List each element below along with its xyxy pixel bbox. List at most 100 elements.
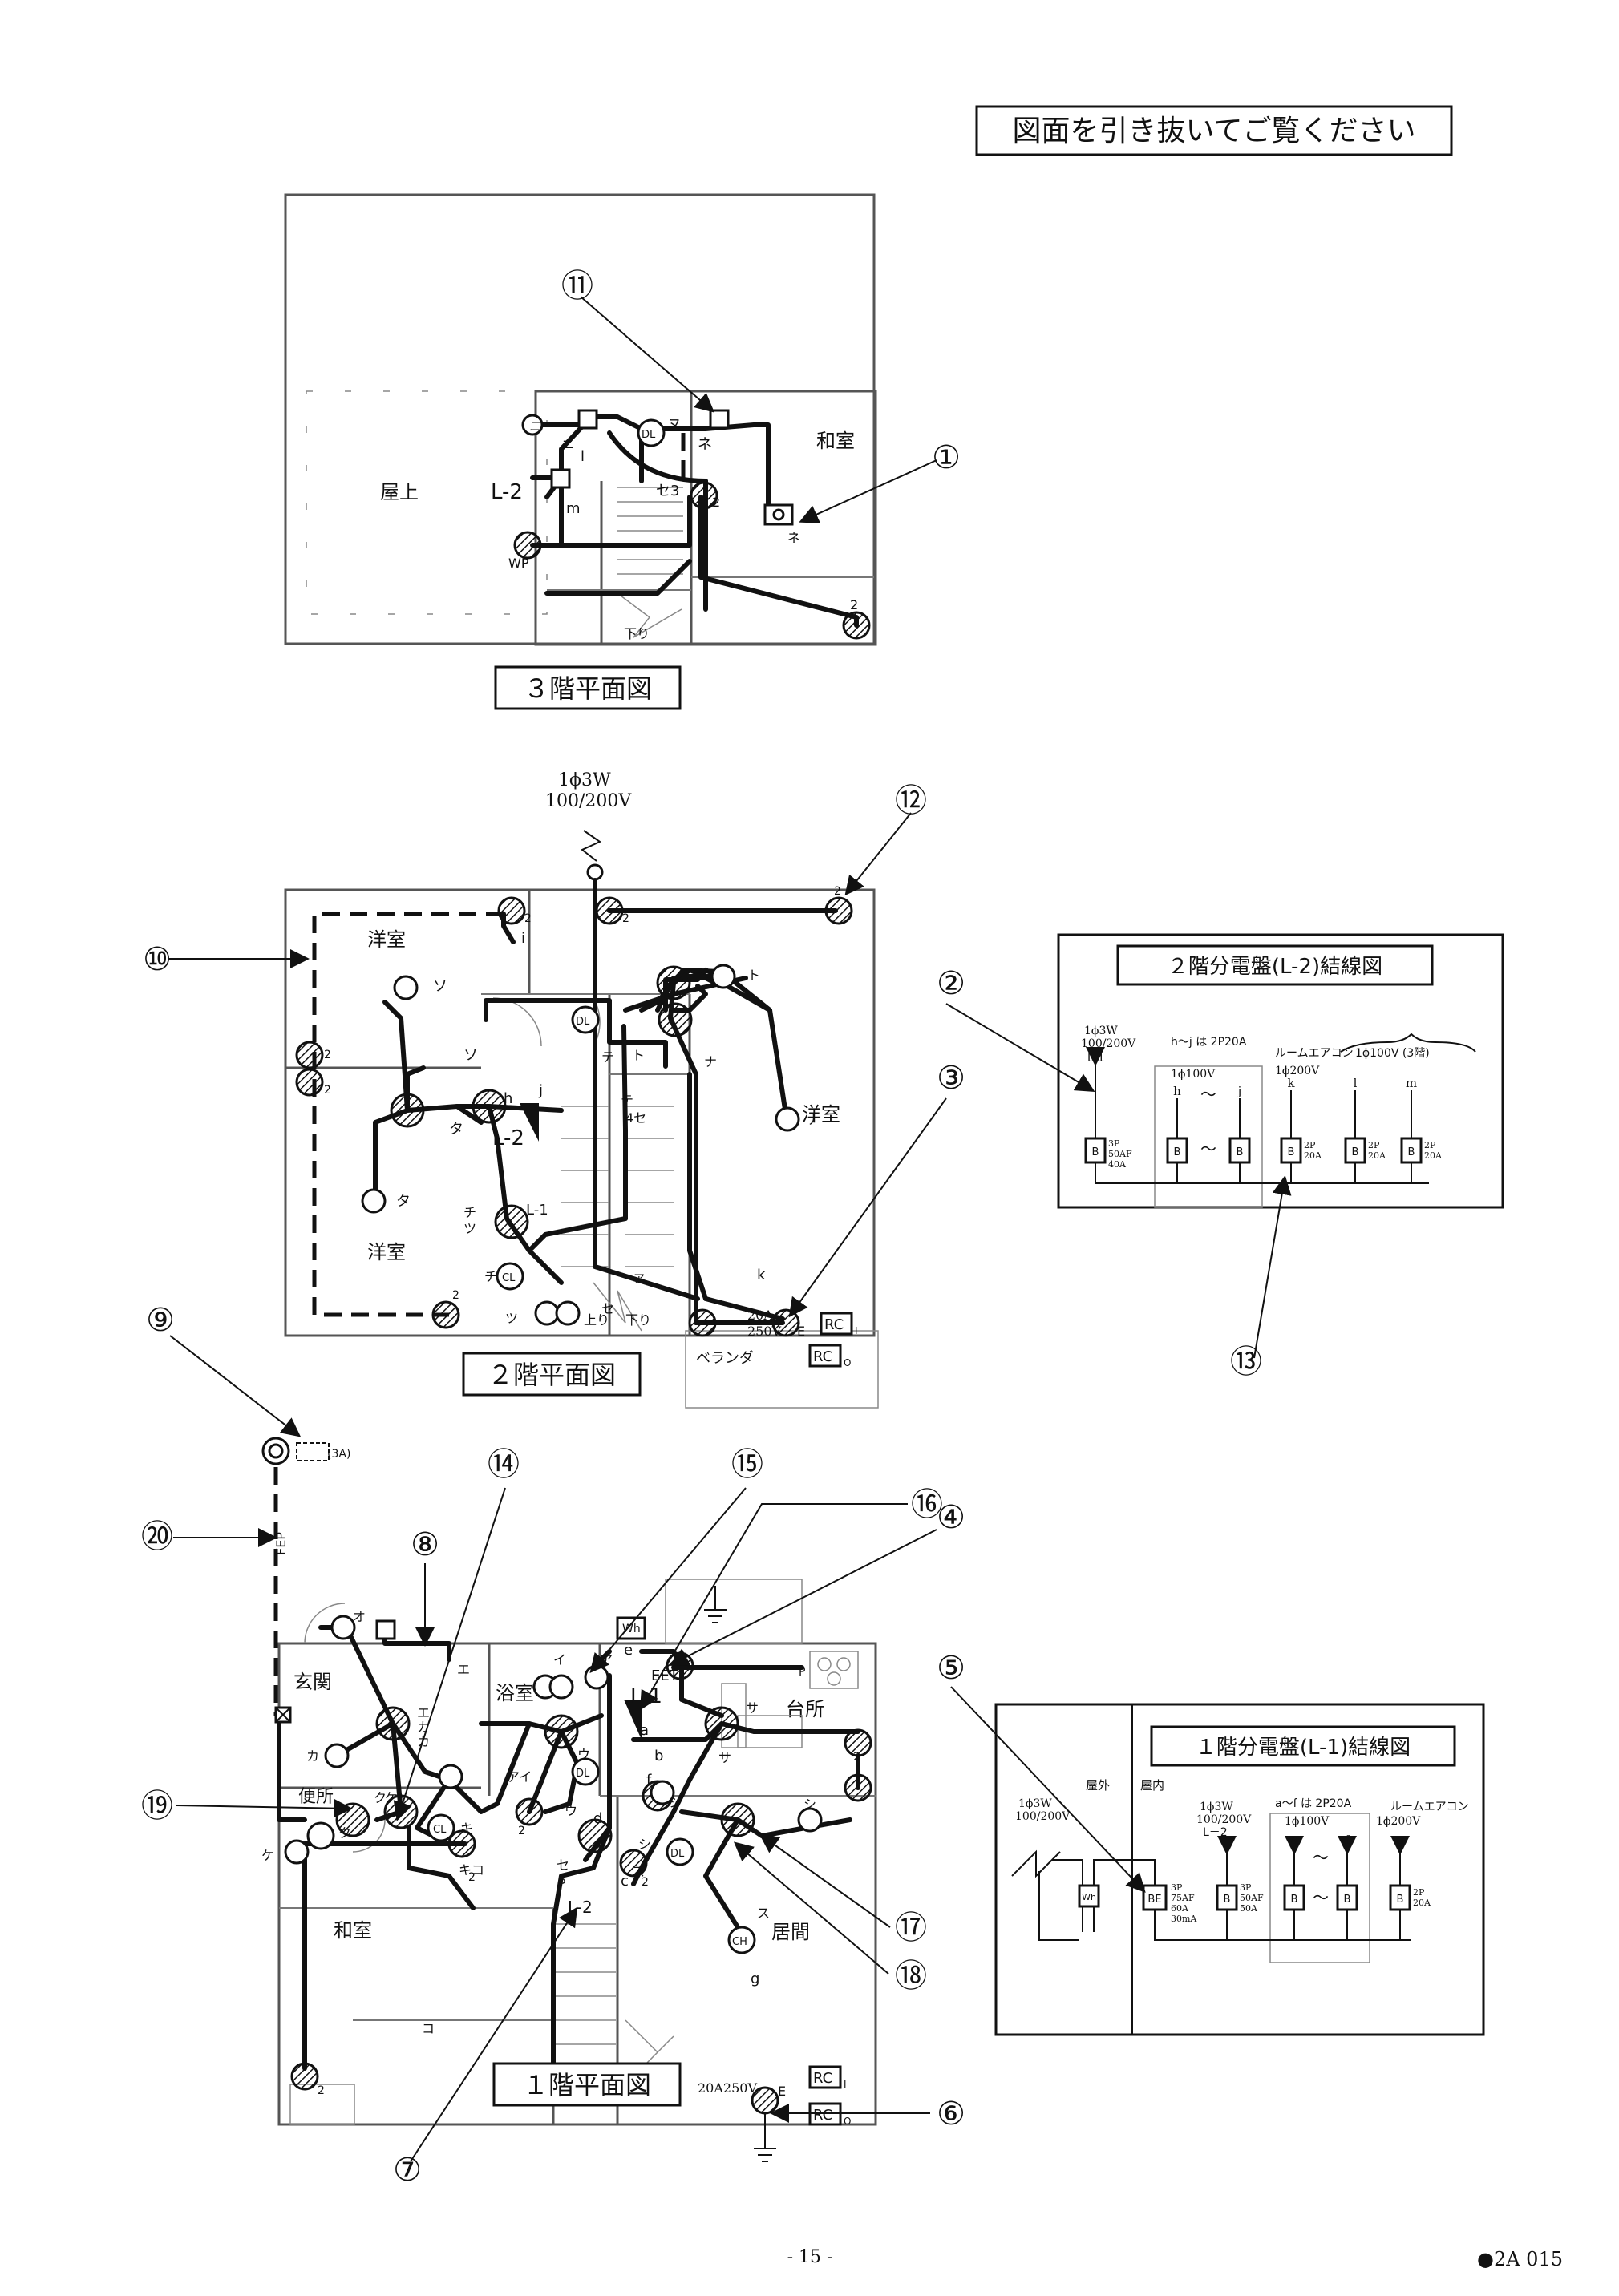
floor3-stairs <box>617 487 683 638</box>
panel-l2-m-rating1: 2P <box>1424 1140 1436 1150</box>
floor2-label-ta2: タ <box>449 1121 463 1138</box>
floor3-jbox3 <box>709 409 730 430</box>
floor1-closet-light <box>427 1813 455 1842</box>
floor3-wp-label: WP <box>508 556 529 571</box>
floor2-ceiling-light-c <box>472 1089 507 1124</box>
callout-15: ⑮ <box>731 1446 763 1483</box>
floor2-label-chi2: チ <box>484 1269 497 1284</box>
panel-l1-b-main <box>1216 1884 1238 1911</box>
floor1-bath-light-a <box>584 1664 609 1690</box>
floor1-stairs <box>555 1923 674 2069</box>
floor1-label-ai: アイ <box>507 1769 532 1785</box>
callout-18: ⑱ <box>895 1958 927 1995</box>
panel-l1-be-rating1: 3P <box>1171 1882 1183 1893</box>
floor1-label-p: P <box>799 1666 805 1679</box>
floor1-label-ke2: ケ <box>261 1848 274 1863</box>
floor1-room-toilet: 便所 <box>298 1787 334 1807</box>
floor1-label-ko: コ <box>472 1862 484 1878</box>
callout-7: ⑦ <box>393 2152 422 2189</box>
panel-l2-breaker-h <box>1166 1137 1188 1164</box>
floor2-dl-text: DL <box>576 1016 590 1028</box>
floor1-label-shi: シ <box>669 1795 682 1810</box>
floor1-pendant-e <box>438 1764 463 1789</box>
floor1-breaker-3a-text: (3A) <box>327 1448 350 1461</box>
floor1-label-se: セ <box>557 1857 569 1873</box>
floor3-stairs-label: 下り <box>624 626 650 641</box>
floor3-label-nu: ヌ <box>667 417 682 434</box>
panel-l2-main-breaker <box>1084 1137 1107 1164</box>
floor1-label-o: オ <box>353 1609 366 1624</box>
floor2-rc-i <box>820 1312 853 1336</box>
floor1-ceiling-entrance <box>375 1706 411 1741</box>
floor1-title-text: １階平面図 <box>523 2070 651 2100</box>
floor3-jbox2 <box>550 468 571 489</box>
floor1-room-living: 居間 <box>771 1921 810 1943</box>
floor2-supply: 1ϕ3W 100/200V <box>545 770 632 881</box>
floor2-rc-i-text: RC <box>824 1316 844 1333</box>
panel-l2-breaker-m <box>1400 1137 1423 1164</box>
panel-l2-third-floor: 1ϕ100V (3階) <box>1355 1047 1430 1060</box>
floor2-pendant-to <box>710 964 736 989</box>
floor1-fep: (3A) FEP <box>261 1437 350 1716</box>
floor1-doorbell <box>375 1619 396 1640</box>
floor2-label-so2: ソ <box>463 1047 478 1064</box>
floor3-lamp-ni <box>521 414 544 436</box>
floor2-cl-text: CL <box>502 1272 516 1284</box>
floor1-label-g: g <box>751 1971 759 1987</box>
panel-l1-be <box>1142 1884 1168 1911</box>
floor2-ceiling-light-e <box>656 965 691 1000</box>
panel-l1-diagram: １階分電盤(L-1)結線図 屋外 屋内 1ϕ3W 100/200V 1ϕ3W 1… <box>994 1703 1485 2036</box>
panel-l2-l-rating1: 2P <box>1368 1140 1380 1150</box>
panel-l1-tilde-row: ～ <box>1313 1888 1329 1907</box>
floor2-two3: 2 <box>834 885 841 898</box>
floor2-title-text: ２階平面図 <box>488 1360 616 1390</box>
floor1-dl-text: DL <box>576 1768 590 1780</box>
floor2-panel-label: L-2 <box>492 1126 524 1150</box>
floor2-panel1-label: L-1 <box>526 1202 548 1219</box>
floor1-breaker-3a <box>296 1442 330 1461</box>
floor3-room-rooftop: 屋上 <box>380 481 419 503</box>
floor2-service-drop <box>586 863 604 881</box>
floor2-two6: 2 <box>452 1289 459 1302</box>
floor1-outlet-stair <box>619 1849 648 1878</box>
floor1-label-ku: ク <box>374 1790 387 1805</box>
floor1-label-su: ス <box>757 1906 770 1921</box>
floor2-closet-light <box>496 1262 524 1291</box>
floor1-label-e-small: e <box>624 1642 633 1659</box>
panel-l1-circuit-f: f <box>1345 1833 1350 1847</box>
floor1-room-bath: 浴室 <box>496 1682 534 1704</box>
floor1-label-ki: キ <box>460 1821 473 1836</box>
floor1-rc-i-sub: I <box>844 2079 847 2090</box>
panel-l2-breaker-k-text: B <box>1288 1146 1295 1158</box>
panel-l2-l-rating2: 20A <box>1368 1150 1386 1161</box>
floor2-stairs <box>561 1106 674 1332</box>
panel-l2-m-rating2: 20A <box>1424 1150 1443 1161</box>
floor2-label-tsu2: ツ <box>505 1311 518 1326</box>
floor3-label-se3: セ3 <box>656 483 679 499</box>
floor2-supply-line1: 1ϕ3W <box>558 770 611 790</box>
panel-l2-breaker-h-text: B <box>1174 1146 1181 1158</box>
panel-l2-breaker-m-text: B <box>1408 1146 1415 1158</box>
floor1-label-ku2: ク <box>338 1825 351 1841</box>
floor2-label-h: h <box>504 1090 512 1107</box>
floor1-pendant-ka <box>324 1743 350 1768</box>
floor1-outlet-hall <box>515 1797 544 1826</box>
floor1-two4: 2 <box>642 1876 649 1889</box>
panel-l2-main-breaker-text: B <box>1092 1146 1099 1158</box>
floor3-label-two-a: 2 <box>712 495 720 510</box>
floor2-label-k: k <box>757 1267 766 1283</box>
panel-l2-title: ２階分電盤(L-2)結線図 <box>1168 955 1382 979</box>
floor2-outlet-s <box>688 1308 717 1337</box>
floor1-outlet-washitsu <box>447 1829 476 1858</box>
panel-l2-main-rating3: 40A <box>1108 1159 1127 1170</box>
panel-l1-b1-rating3: 50A <box>1240 1903 1258 1914</box>
floor3-jbox1 <box>577 409 598 430</box>
panel-l2-circuit-m: m <box>1406 1076 1417 1090</box>
callout-13: ⑬ <box>1230 1344 1262 1380</box>
floor1-room-kitchen: 台所 <box>786 1698 824 1720</box>
callouts: ① ② ③ ④ ⑤ ⑥ ⑦ ⑧ ⑨ ⑩ ⑪ ⑫ ⑬ ⑭ ⑮ ⑯ ⑰ ⑱ ⑲ ⑳ <box>141 268 1292 2189</box>
panel-l2-circuit-l: l <box>1354 1076 1358 1090</box>
floor1-panel2-label: L-2 <box>568 1898 593 1917</box>
panel-l2-supply2: 100/200V <box>1081 1037 1136 1050</box>
floor1-label-ke: ケ <box>385 1790 398 1805</box>
